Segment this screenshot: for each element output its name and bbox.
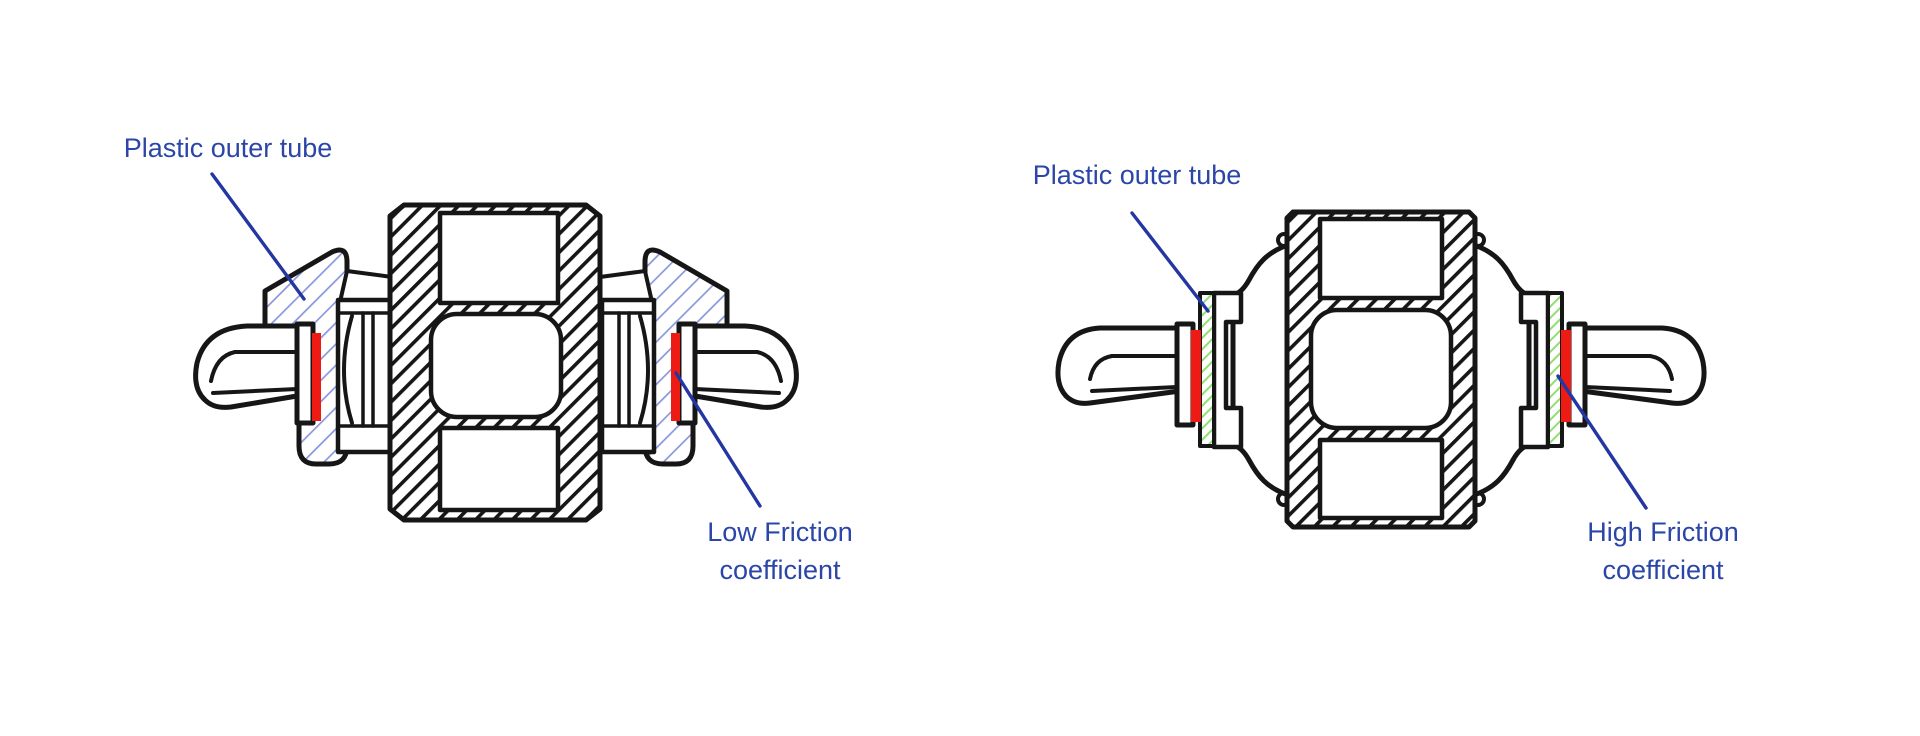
right-plastic-label: Plastic outer tube [1033,160,1242,190]
right-joint-plastic-tube-left [1198,291,1216,448]
left-joint-diagram: Plastic outer tube Low Friction coeffici… [124,133,853,585]
low-friction-label-line2: coefficient [719,555,841,585]
left-joint-window-middle [428,311,564,420]
left-joint-step-plate-left [338,269,394,304]
left-joint-seal-stack-left [335,297,393,455]
right-joint-arm-left [1055,321,1196,428]
high-friction-label-line1: High Friction [1587,517,1739,547]
left-joint-friction-surface-right [671,333,680,421]
left-joint-window-bottom [437,425,561,513]
high-friction-label-line2: coefficient [1602,555,1724,585]
low-friction-label-line1: Low Friction [707,517,853,547]
high-friction-leader [1556,374,1648,510]
low-friction-leader [674,371,762,508]
left-plastic-label-leader [210,172,306,301]
left-joint-arm-left [193,321,316,426]
left-joint-window-top [437,210,561,306]
right-joint-friction-surface-left [1191,330,1201,422]
right-joint-friction-surface-right [1561,330,1571,422]
right-joint-bracket-right [1518,290,1551,450]
right-joint-window-top [1317,216,1445,301]
right-joint-bracket-left [1211,290,1244,450]
left-joint-seal-stack-right [599,297,657,455]
right-joint-window-bottom [1317,437,1445,521]
left-plastic-label: Plastic outer tube [124,133,333,163]
right-joint-plastic-tube-right [1546,291,1564,448]
right-joint-diagram: Plastic outer tube High Friction coeffic… [1033,160,1739,585]
right-plastic-label-leader [1130,211,1210,313]
right-joint-arm-right [1566,321,1707,428]
left-joint-friction-surface-left [312,333,321,421]
left-joint-step-plate-right [598,269,654,304]
right-joint-window-middle [1308,307,1454,431]
